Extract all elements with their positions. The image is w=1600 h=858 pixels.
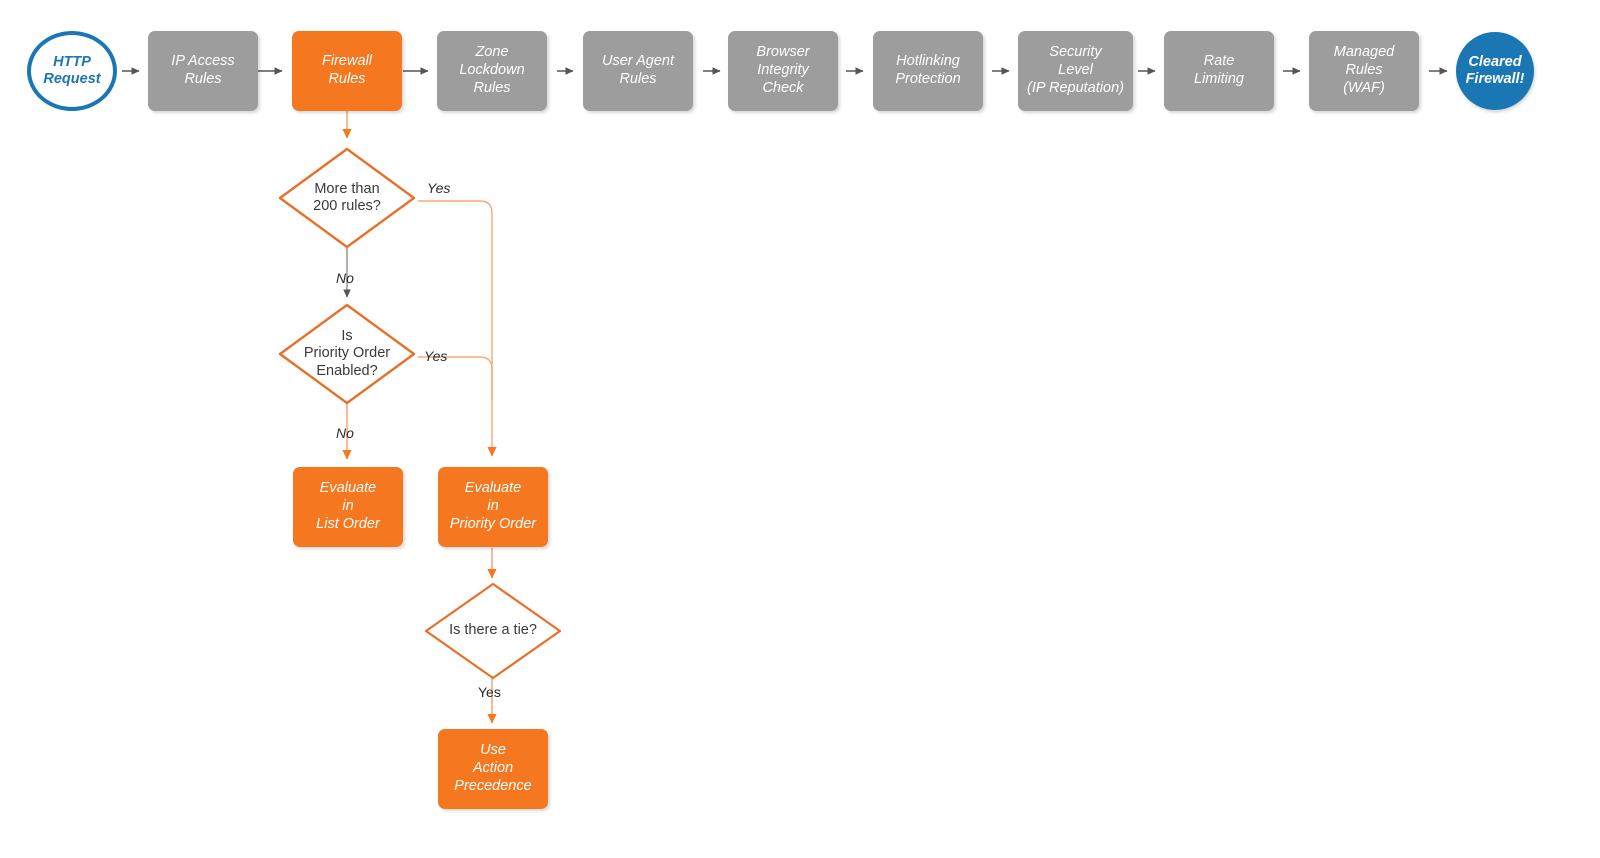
node-evaluate-in-list-order-label: Evaluate in List Order — [316, 480, 380, 532]
node-browser-integrity-check-label: Browser Integrity Check — [756, 44, 810, 96]
decision-is-priority-order-enabled[interactable]: Is Priority Order Enabled? — [277, 302, 417, 406]
node-use-action-precedence[interactable]: Use Action Precedence — [438, 729, 548, 809]
node-evaluate-in-list-order[interactable]: Evaluate in List Order — [293, 467, 403, 547]
decision-more-than-200-rules-label: More than 200 rules? — [313, 180, 381, 214]
node-security-level[interactable]: Security Level (IP Reputation) — [1018, 31, 1133, 111]
edge-label-d2-yes: Yes — [424, 348, 448, 364]
node-use-action-precedence-label: Use Action Precedence — [454, 742, 532, 794]
edge-label-d3-yes: Yes — [478, 684, 501, 700]
node-managed-rules-waf-label: Managed Rules (WAF) — [1333, 44, 1395, 96]
decision-diamond-shape — [278, 147, 416, 249]
node-ip-access-rules-label: IP Access Rules — [171, 53, 235, 87]
decision-diamond-shape — [278, 303, 416, 405]
node-firewall-rules-label: Firewall Rules — [322, 53, 372, 87]
node-managed-rules-waf[interactable]: Managed Rules (WAF) — [1309, 31, 1419, 111]
node-firewall-rules[interactable]: Firewall Rules — [292, 31, 402, 111]
node-zone-lockdown-rules-label: Zone Lockdown Rules — [459, 44, 525, 96]
node-hotlinking-protection[interactable]: Hotlinking Protection — [873, 31, 983, 111]
node-rate-limiting[interactable]: Rate Limiting — [1164, 31, 1274, 111]
node-ip-access-rules[interactable]: IP Access Rules — [148, 31, 258, 111]
node-http-request[interactable]: HTTP Request — [27, 31, 117, 111]
edge-label-d1-no: No — [336, 270, 354, 286]
node-hotlinking-protection-label: Hotlinking Protection — [895, 53, 961, 87]
decision-is-priority-order-enabled-label: Is Priority Order Enabled? — [303, 327, 391, 379]
edge-label-d1-yes: Yes — [427, 180, 451, 196]
node-rate-limiting-label: Rate Limiting — [1194, 53, 1244, 87]
decision-diamond-shape — [424, 582, 562, 680]
node-zone-lockdown-rules[interactable]: Zone Lockdown Rules — [437, 31, 547, 111]
decision-more-than-200-rules[interactable]: More than 200 rules? — [277, 146, 417, 250]
decision-is-there-a-tie[interactable]: Is there a tie? — [423, 581, 563, 681]
node-http-request-label: HTTP Request — [43, 53, 101, 87]
node-evaluate-in-priority-order[interactable]: Evaluate in Priority Order — [438, 467, 548, 547]
node-user-agent-rules[interactable]: User Agent Rules — [583, 31, 693, 111]
edge-label-d2-no: No — [336, 425, 354, 441]
node-cleared-firewall-label: Cleared Firewall! — [1465, 53, 1525, 87]
node-security-level-label: Security Level (IP Reputation) — [1027, 44, 1124, 96]
node-user-agent-rules-label: User Agent Rules — [602, 53, 674, 87]
node-evaluate-in-priority-order-label: Evaluate in Priority Order — [449, 480, 537, 532]
node-cleared-firewall[interactable]: Cleared Firewall! — [1456, 32, 1534, 110]
decision-is-there-a-tie-label: Is there a tie? — [449, 622, 537, 639]
node-browser-integrity-check[interactable]: Browser Integrity Check — [728, 31, 838, 111]
